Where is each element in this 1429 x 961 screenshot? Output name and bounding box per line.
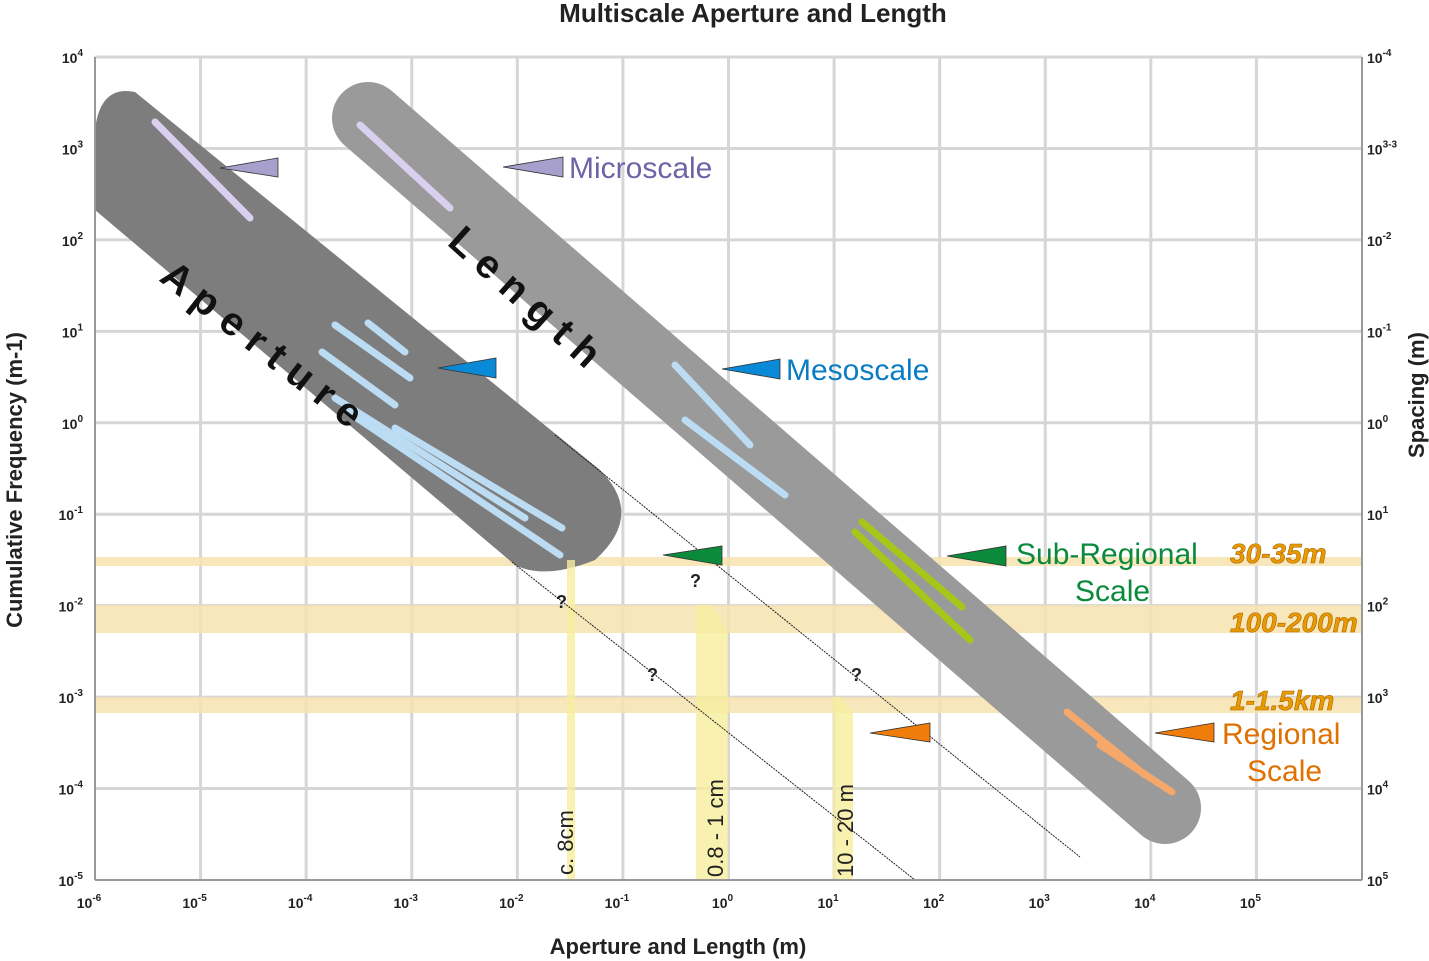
y-tick-label: 104 bbox=[62, 48, 84, 66]
y2-tick-label: 104 bbox=[1367, 780, 1389, 798]
regional-arrow-icon bbox=[1154, 722, 1215, 743]
y-tick-label: 10-4 bbox=[59, 780, 84, 798]
marker-0.8-1cm bbox=[696, 605, 728, 880]
microscale-label: Microscale bbox=[569, 152, 712, 185]
y2-tick-label: 10-1 bbox=[1367, 322, 1392, 340]
y2-tick-label: 105 bbox=[1367, 871, 1389, 889]
subregional-label-2: Scale bbox=[1075, 575, 1150, 608]
band-100-200m bbox=[95, 605, 1362, 633]
mesoscale-label: Mesoscale bbox=[786, 354, 929, 387]
subregional-line bbox=[858, 518, 966, 611]
y-tick-label: 103 bbox=[62, 139, 84, 157]
question-mark: ? bbox=[647, 665, 658, 685]
aperture-band bbox=[95, 91, 622, 572]
question-mark: ? bbox=[556, 592, 567, 612]
marker-label-8cm: c. 8cm bbox=[553, 810, 578, 875]
x-tick-label: 105 bbox=[1240, 893, 1262, 911]
meso-aperture-line bbox=[331, 394, 529, 522]
y-tick-label: 102 bbox=[62, 231, 84, 249]
y2-tick-label: 103 bbox=[1367, 688, 1389, 706]
subregional-arrow-icon bbox=[662, 545, 723, 566]
y-tick-label: 10-2 bbox=[59, 597, 84, 615]
meso-aperture-line bbox=[341, 406, 564, 559]
meso-aperture-line bbox=[364, 319, 409, 356]
question-mark: ? bbox=[690, 571, 701, 591]
micro-length-line bbox=[356, 121, 454, 212]
x-tick-label: 101 bbox=[818, 893, 840, 911]
marker-label-10-20m: 10 - 20 m bbox=[833, 784, 858, 877]
y-tick-label: 100 bbox=[62, 414, 84, 432]
mesoscale-arrow-icon bbox=[437, 357, 497, 379]
y2-tick-label: 101 bbox=[1367, 505, 1389, 523]
extrapolation-line bbox=[511, 561, 916, 881]
microscale-arrow-icon bbox=[502, 156, 564, 178]
x-tick-label: 10-1 bbox=[605, 893, 630, 911]
y-tick-label: 10-3 bbox=[59, 688, 84, 706]
tick-labels: 10-6 10-5 10-4 10-3 10-2 10-1 100 101 102 103 104 1… bbox=[59, 48, 1398, 911]
marker-10-20m bbox=[833, 697, 853, 880]
y2-tick-label: 102 bbox=[1367, 597, 1389, 615]
regional-arrow-icon bbox=[869, 722, 931, 743]
subregional-line bbox=[851, 528, 974, 644]
regional-label-2: Scale bbox=[1247, 755, 1322, 788]
y2-tick-label: 10-2 bbox=[1367, 231, 1392, 249]
marker-label-0.8-1cm: 0.8 - 1 cm bbox=[703, 779, 728, 877]
meso-aperture-line bbox=[391, 424, 566, 532]
spacing-label-1-1.5km: 1-1.5km bbox=[1230, 685, 1334, 716]
x-tick-label: 10-3 bbox=[394, 893, 419, 911]
y-tick-label: 101 bbox=[62, 322, 84, 340]
x-tick-label: 102 bbox=[923, 893, 945, 911]
meso-length-line bbox=[671, 361, 754, 449]
chart-title: Multiscale Aperture and Length bbox=[559, 0, 947, 28]
x-tick-label: 100 bbox=[712, 893, 734, 911]
x-tick-label: 10-6 bbox=[77, 893, 102, 911]
marker-8cm bbox=[567, 560, 575, 880]
band-30-35m bbox=[95, 557, 1362, 566]
subregional-label: Sub-Regional bbox=[1016, 538, 1198, 571]
y2-axis-label: Spacing (m) bbox=[1404, 332, 1429, 458]
x-tick-label: 10-4 bbox=[288, 893, 313, 911]
meso-length-line bbox=[681, 416, 789, 499]
y2-tick-label: 103-3 bbox=[1367, 139, 1397, 157]
micro-aperture-line bbox=[151, 118, 254, 222]
regional-label: Regional bbox=[1222, 718, 1340, 751]
x-axis-label: Aperture and Length (m) bbox=[550, 934, 807, 959]
band-1-1.5km bbox=[95, 697, 1362, 713]
regional-line bbox=[1096, 741, 1176, 796]
microscale-arrow-icon bbox=[219, 157, 279, 178]
meso-aperture-line bbox=[318, 348, 399, 409]
y2-tick-label: 100 bbox=[1367, 414, 1389, 432]
spacing-label-30-35m: 30-35m bbox=[1230, 538, 1327, 569]
spacing-label-100-200m: 100-200m bbox=[1230, 607, 1358, 638]
x-tick-label: 103 bbox=[1029, 893, 1051, 911]
y-tick-label: 10-1 bbox=[59, 505, 84, 523]
y-axis-label: Cumulative Frequency (m-1) bbox=[2, 332, 27, 628]
subregional-arrow-icon bbox=[946, 545, 1007, 567]
question-mark: ? bbox=[851, 665, 862, 685]
y2-tick-label: 10-4 bbox=[1367, 48, 1392, 66]
y-tick-label: 10-5 bbox=[59, 871, 84, 889]
x-tick-label: 10-2 bbox=[499, 893, 524, 911]
x-tick-label: 104 bbox=[1134, 893, 1156, 911]
meso-aperture-line bbox=[331, 321, 414, 382]
x-tick-label: 10-5 bbox=[182, 893, 207, 911]
mesoscale-arrow-icon bbox=[721, 358, 781, 380]
length-band bbox=[332, 82, 1201, 844]
extrapolation-line bbox=[554, 434, 1081, 858]
